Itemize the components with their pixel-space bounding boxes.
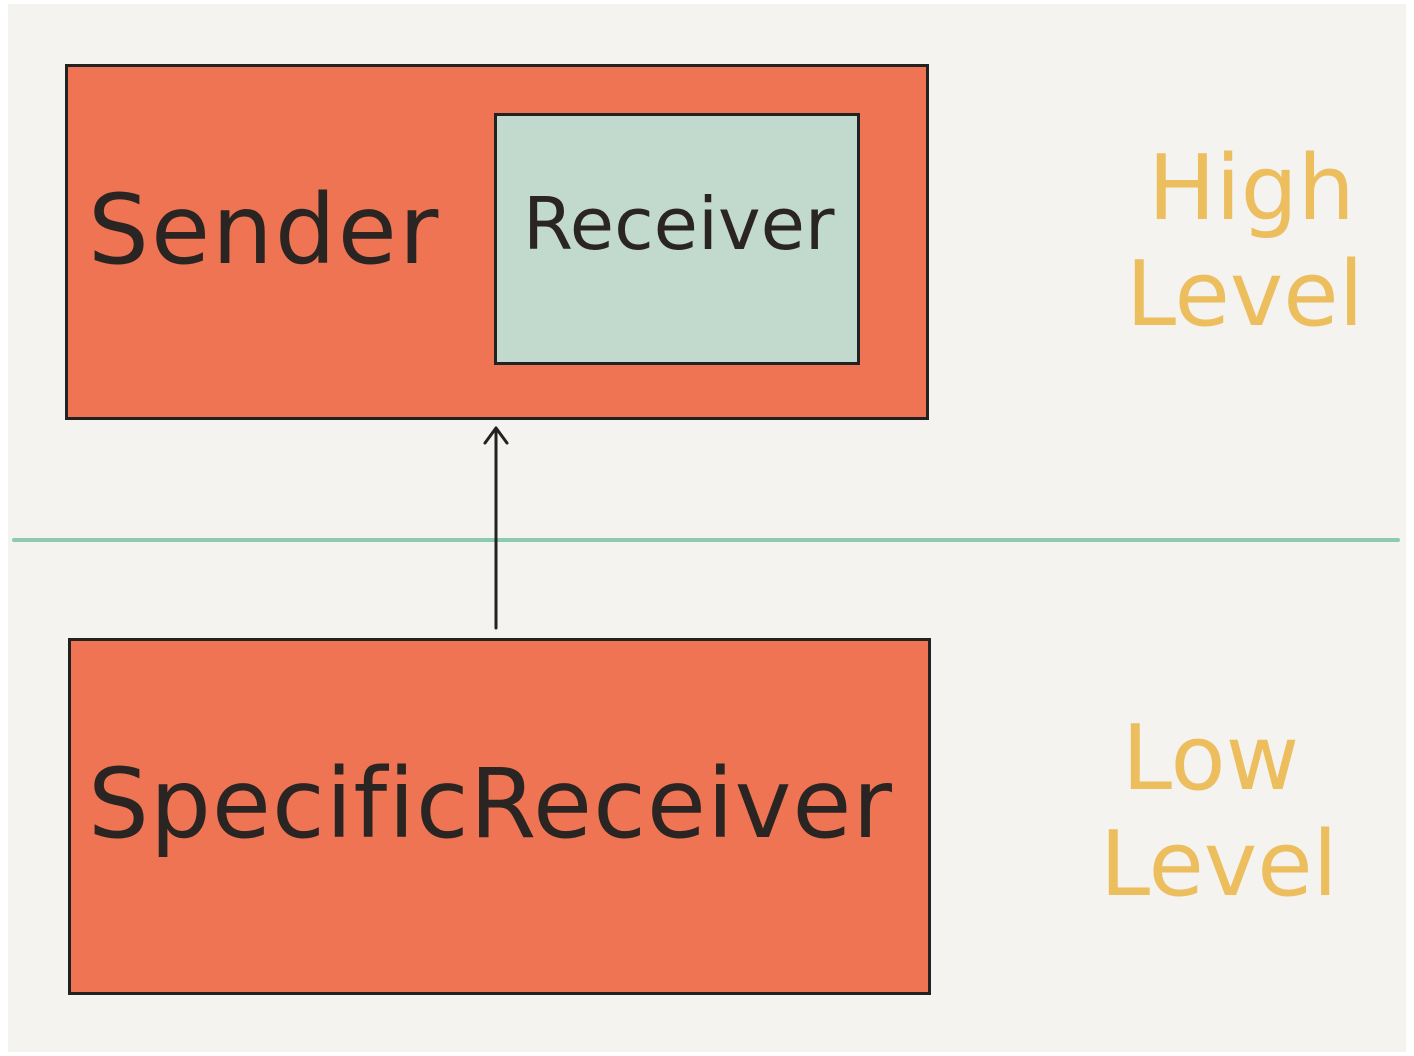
arrow-head-icon — [483, 426, 509, 445]
high-level-word-1: High — [1148, 136, 1355, 241]
specific-receiver-box — [68, 638, 931, 995]
receiver-label: Receiver — [523, 182, 835, 266]
connectors — [12, 426, 1400, 630]
high-level-label: High Level — [1126, 136, 1364, 348]
sender-label: Sender — [88, 174, 441, 286]
low-level-word-2: Level — [1100, 812, 1338, 918]
diagram-canvas: Sender Receiver SpecificReceiver High Le… — [8, 4, 1406, 1052]
receiver-box — [494, 113, 860, 365]
low-level-word-1: Low — [1122, 706, 1300, 811]
low-level-label: Low Level — [1100, 706, 1338, 918]
specific-receiver-label: SpecificReceiver — [88, 748, 893, 860]
high-level-word-2: Level — [1126, 242, 1364, 348]
